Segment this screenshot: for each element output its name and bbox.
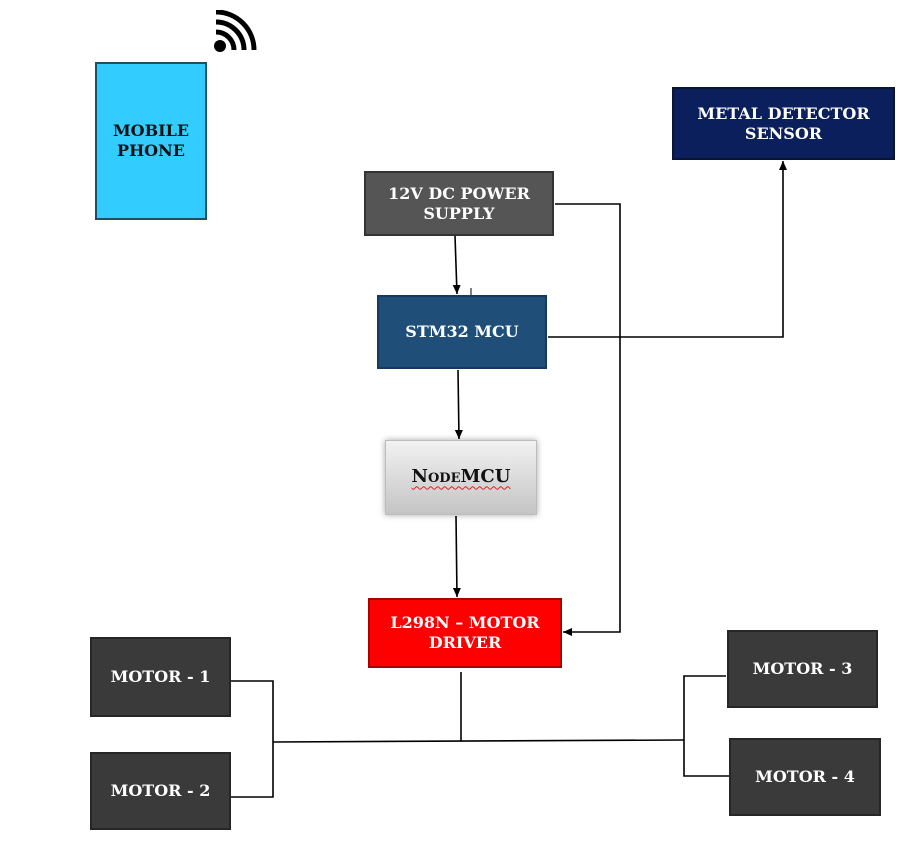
mobile-phone-block: MOBILE PHONE xyxy=(95,62,207,220)
motor-2-label: MOTOR - 2 xyxy=(110,781,211,800)
motor-3-label: MOTOR - 3 xyxy=(752,659,853,678)
mobile-phone-label: MOBILE PHONE xyxy=(112,121,190,160)
wire-mcu-to-metal-detector xyxy=(548,161,787,338)
mcu-label: STM32 MCU xyxy=(405,322,519,341)
motor-4-block: MOTOR - 4 xyxy=(729,738,881,816)
motor-1-block: MOTOR - 1 xyxy=(90,637,231,717)
motor-driver-label: L298N – MOTOR DRIVER xyxy=(390,613,540,652)
motor-3-block: MOTOR - 3 xyxy=(727,630,878,708)
wire-motor-bus xyxy=(272,739,685,743)
wire-mcu-to-nodemcu xyxy=(454,369,463,440)
wire-motor1 xyxy=(231,680,274,798)
wire-motor3 xyxy=(683,675,729,777)
power-supply-block: 12V DC POWER SUPPLY xyxy=(364,171,554,236)
nodemcu-block: NodeMCU xyxy=(385,440,537,515)
wifi-icon xyxy=(214,10,257,52)
metal-detector-label: METAL DETECTOR SENSOR xyxy=(697,103,870,143)
motor-driver-block: L298N – MOTOR DRIVER xyxy=(368,598,562,668)
mcu-block: STM32 MCU xyxy=(377,295,547,369)
motor-2-block: MOTOR - 2 xyxy=(90,752,231,830)
nodemcu-label: NodeMCU xyxy=(411,466,511,488)
wire-psu-to-driver xyxy=(555,203,621,636)
wire-psu-to-mcu xyxy=(452,235,461,295)
power-supply-label: 12V DC POWER SUPPLY xyxy=(388,183,530,223)
motor-4-label: MOTOR - 4 xyxy=(755,767,855,786)
metal-detector-block: METAL DETECTOR SENSOR xyxy=(672,87,895,160)
wire-nodemcu-to-driver xyxy=(452,515,461,598)
motor-1-label: MOTOR - 1 xyxy=(110,667,211,686)
